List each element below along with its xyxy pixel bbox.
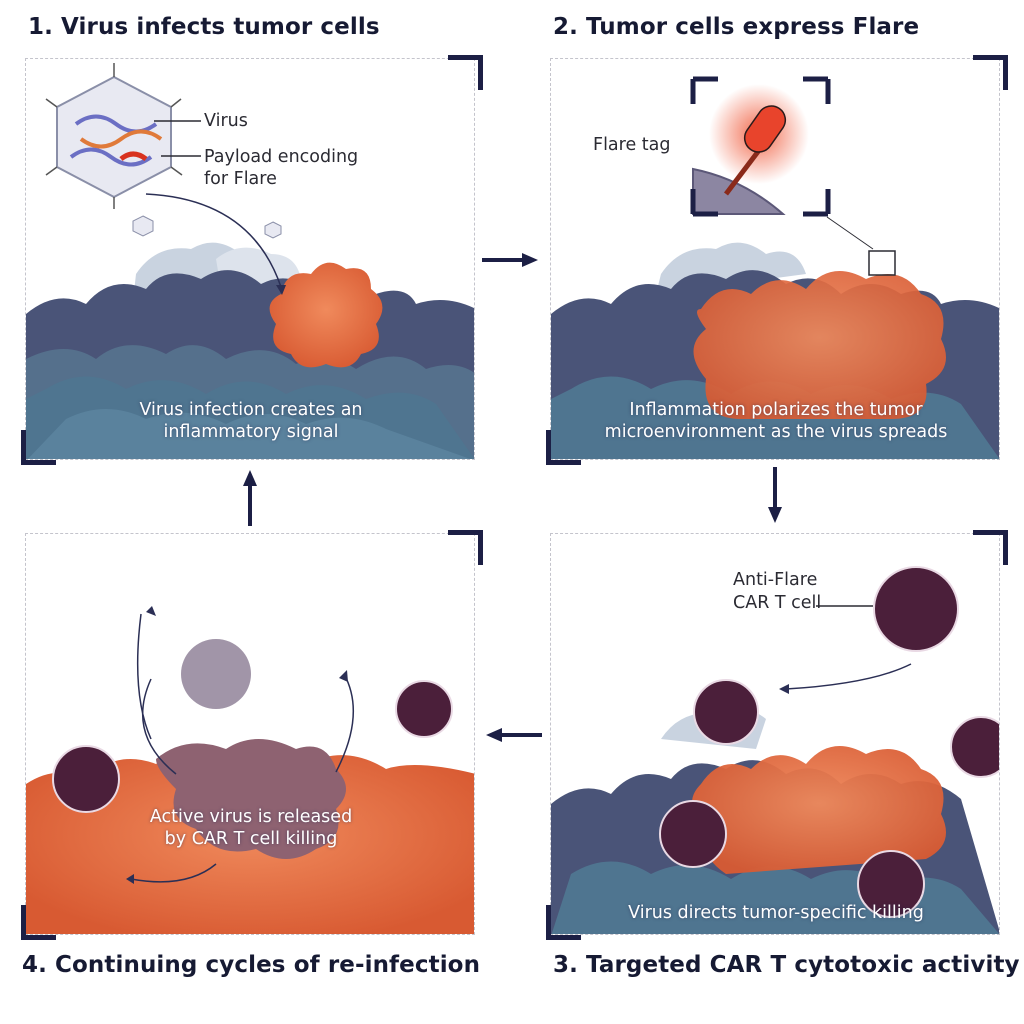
panel-reinfection: Active virus is released by CAR T cell k…	[25, 533, 475, 935]
tumor-infection-scene	[26, 63, 474, 459]
panel1-corner-bl	[21, 430, 56, 465]
infected-cell-cluster	[693, 271, 946, 419]
panel4-caption: Active virus is released by CAR T cell k…	[86, 806, 416, 850]
virus-illustration	[45, 63, 201, 209]
panel1-corner-tr	[448, 55, 483, 90]
cart-activity-scene	[551, 566, 999, 934]
step3-title: 3. Targeted CAR T cytotoxic activity	[553, 952, 1020, 978]
panel-flare-expression: Flare tag Inflammation polarizes the tum…	[550, 58, 1000, 460]
panel1-caption: Virus infection creates an inflammatory …	[86, 399, 416, 443]
reinfection-scene	[26, 606, 474, 934]
panel1-caption-line1: Virus infection creates an	[139, 400, 363, 420]
panel2-caption-line2: microenvironment as the virus spreads	[604, 422, 948, 442]
panel4-caption-line2: by CAR T cell killing	[164, 829, 338, 849]
panel1-caption-line2: inflammatory signal	[163, 422, 339, 442]
cart-label-line1: Anti-Flare	[733, 570, 818, 590]
arrow-step4-to-step1	[243, 470, 257, 526]
panel2-corner-bl	[546, 430, 581, 465]
payload-label-line2: for Flare	[204, 169, 277, 189]
anti-flare-cart-cell	[873, 566, 959, 652]
arrow-step2-to-step3	[768, 467, 782, 523]
arrow-step3-to-step4	[486, 728, 542, 742]
step4-title: 4. Continuing cycles of re-infection	[22, 952, 481, 978]
panel4-corner-bl	[21, 905, 56, 940]
infected-tumor-cell	[269, 262, 383, 368]
panel3-corner-bl	[546, 905, 581, 940]
panel-cart-activity: Anti-Flare CAR T cell Virus directs tumo…	[550, 533, 1000, 935]
cart-label-line2: CAR T cell	[733, 593, 822, 613]
panel2-corner-tr	[973, 55, 1008, 90]
flare-tag-zoom	[690, 76, 896, 276]
panel4-caption-line1: Active virus is released	[149, 807, 353, 827]
panel3-caption: Virus directs tumor-specific killing	[628, 903, 924, 923]
flare-tag-label: Flare tag	[593, 135, 671, 155]
step1-title: 1. Virus infects tumor cells	[28, 14, 380, 40]
panel2-caption-line1: Inflammation polarizes the tumor	[629, 400, 923, 420]
panel2-caption: Inflammation polarizes the tumor microen…	[571, 399, 981, 443]
panel3-corner-tr	[973, 530, 1008, 565]
payload-label-line1: Payload encoding	[204, 147, 359, 167]
arrow-step1-to-step2	[482, 253, 538, 267]
panel-virus-infects: Virus Payload encoding for Flare Virus i…	[25, 58, 475, 460]
virus-label: Virus	[204, 111, 248, 131]
step2-title: 2. Tumor cells express Flare	[553, 14, 920, 40]
flare-expression-scene	[551, 76, 999, 459]
panel4-corner-tr	[448, 530, 483, 565]
